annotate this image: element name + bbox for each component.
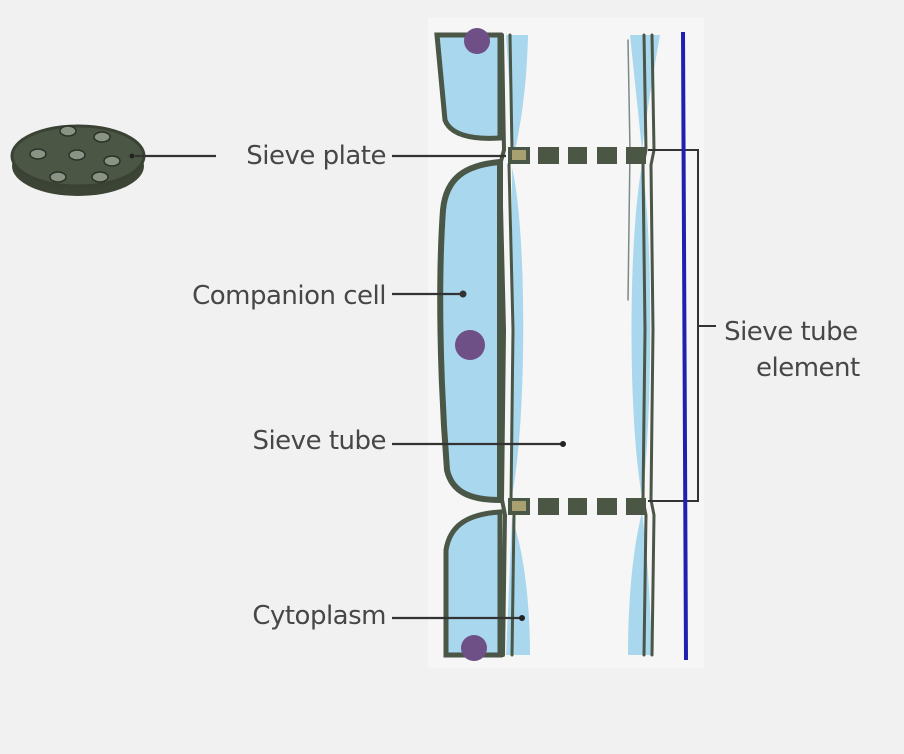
label-sieve-tube-element: Sieve tube element <box>722 314 860 386</box>
companion-cell-bottom <box>443 509 503 658</box>
sieve-plate-top <box>508 147 646 164</box>
nucleus-top <box>464 28 490 54</box>
label-sieve-tube: Sieve tube <box>252 426 386 456</box>
cytoplasm-strip-right-middle <box>631 165 651 497</box>
sieve-tube-pointer-dot <box>560 441 566 447</box>
companion-cell-top <box>434 32 503 141</box>
label-cytoplasm: Cytoplasm <box>252 601 386 631</box>
cytoplasm-strip-left-middle <box>512 168 524 495</box>
sieve-plate-disc-icon <box>10 124 146 196</box>
nucleus-middle <box>455 330 485 360</box>
sieve-plate-bottom <box>508 498 646 515</box>
wall-left-inner <box>497 33 508 657</box>
sieve-tube-element-bracket <box>648 149 716 502</box>
nucleus-bottom <box>461 635 487 661</box>
leader-lines <box>135 154 563 620</box>
label-sieve-tube-element-line2: element <box>756 353 860 383</box>
label-sieve-tube-element-line1: Sieve tube <box>724 317 858 347</box>
sieve-plates <box>508 147 646 515</box>
companion-cell-pointer-dot <box>459 290 467 298</box>
cytoplasm-pointer-dot <box>519 615 525 621</box>
companion-cells <box>434 28 503 661</box>
label-companion-cell: Companion cell <box>192 281 386 311</box>
blue-marker-line <box>681 31 688 661</box>
label-sieve-plate: Sieve plate <box>246 141 386 171</box>
